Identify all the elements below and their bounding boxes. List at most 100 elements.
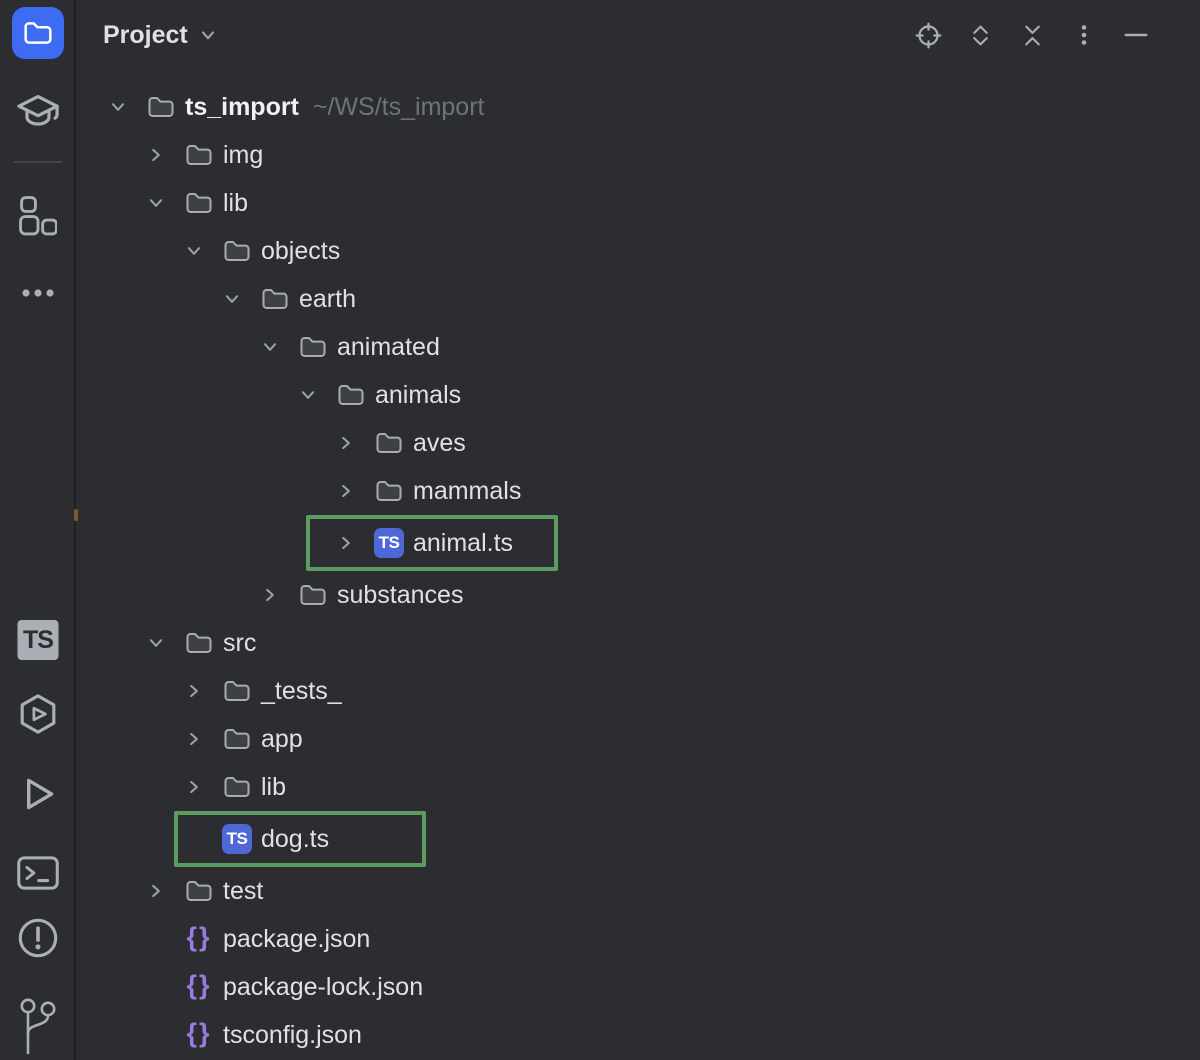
tree-item-label: tsconfig.json [223, 1020, 362, 1049]
expand-all-button[interactable] [954, 13, 1006, 57]
project-view-dropdown[interactable]: Project [103, 21, 218, 50]
chevron-right-icon[interactable] [330, 482, 362, 500]
chevron-down-icon[interactable] [254, 338, 286, 356]
chevron-down-icon[interactable] [140, 634, 172, 652]
panel-title: Project [103, 20, 188, 49]
tree-item-package-lock-json[interactable]: {}package-lock.json [78, 963, 1200, 1011]
locate-opened-file-button[interactable] [902, 13, 954, 57]
tree-item-label: package-lock.json [223, 972, 424, 1001]
folder-icon [184, 191, 214, 215]
folder-icon [374, 431, 404, 455]
tree-item-mammals[interactable]: mammals [78, 467, 1200, 515]
tree-item-earth[interactable]: earth [78, 275, 1200, 323]
header-actions [902, 13, 1162, 57]
tree-item-lib[interactable]: lib [78, 763, 1200, 811]
expand-all-icon [968, 23, 993, 48]
more-options-button[interactable] [1058, 13, 1110, 57]
sidebar-item-services[interactable] [16, 692, 60, 736]
chevron-right-icon[interactable] [140, 146, 172, 164]
sidebar-item-problems[interactable] [17, 917, 59, 959]
project-panel-header: Project [78, 0, 1200, 70]
folder-icon [222, 775, 252, 799]
chevron-right-icon[interactable] [254, 586, 286, 604]
folder-icon [260, 287, 290, 311]
tree-item-substances[interactable]: substances [78, 571, 1200, 619]
folder-icon [374, 479, 404, 503]
hide-panel-button[interactable] [1110, 13, 1162, 57]
kebab-menu-icon [1072, 23, 1096, 47]
json-file-icon: {} [186, 1017, 212, 1048]
tree-item-animated[interactable]: animated [78, 323, 1200, 371]
tree-item-tests[interactable]: _tests_ [78, 667, 1200, 715]
tree-item-label: aves [413, 428, 466, 457]
graduation-cap-icon [14, 90, 62, 134]
chevron-down-icon[interactable] [102, 98, 134, 116]
minimize-icon [1123, 22, 1149, 48]
chevron-right-icon[interactable] [140, 882, 172, 900]
folder-icon [184, 631, 214, 655]
collapse-all-button[interactable] [1006, 13, 1058, 57]
folder-icon [184, 143, 214, 167]
chevron-right-icon[interactable] [330, 434, 362, 452]
tree-item-ts-import[interactable]: ts_import ~/WS/ts_import [78, 83, 1200, 131]
chevron-right-icon[interactable] [330, 534, 362, 552]
chevron-down-icon[interactable] [216, 290, 248, 308]
typescript-tool-icon: TS [17, 620, 59, 660]
tree-item-label: lib [261, 772, 287, 801]
tool-window-stripe: TS [0, 0, 76, 1060]
tree-item-objects[interactable]: objects [78, 227, 1200, 275]
tree-item-aves[interactable]: aves [78, 419, 1200, 467]
sidebar-item-project[interactable] [12, 7, 64, 59]
chevron-right-icon[interactable] [178, 682, 210, 700]
folder-icon [298, 583, 328, 607]
hexagon-play-icon [16, 692, 60, 736]
project-panel: Project [78, 0, 1200, 1060]
folder-icon [222, 679, 252, 703]
sidebar-item-more-tool-windows[interactable] [21, 288, 55, 298]
sidebar-item-typescript[interactable]: TS [17, 620, 59, 660]
tree-item-test[interactable]: test [78, 867, 1200, 915]
sidebar-item-run[interactable] [18, 773, 58, 815]
typescript-file-icon: TS [222, 824, 252, 854]
chevron-right-icon[interactable] [178, 730, 210, 748]
tree-item-img[interactable]: img [78, 131, 1200, 179]
ellipsis-icon [21, 288, 55, 298]
folder-icon [23, 20, 53, 46]
sidebar-item-version-control[interactable] [18, 997, 58, 1059]
sidebar-item-terminal[interactable] [16, 855, 60, 891]
sidebar-item-learn[interactable] [14, 90, 62, 134]
chevron-down-icon[interactable] [292, 386, 324, 404]
collapse-all-icon [1020, 23, 1045, 48]
tree-item-label: package.json [223, 924, 371, 953]
panel-resize-notch[interactable] [74, 509, 78, 521]
tree-item-label: animal.ts [413, 528, 514, 557]
folder-icon [222, 727, 252, 751]
tree-item-label: ts_import [185, 92, 299, 121]
tree-item-animals[interactable]: animals [78, 371, 1200, 419]
tree-item-app[interactable]: app [78, 715, 1200, 763]
tree-item-label: mammals [413, 476, 522, 505]
tree-item-src[interactable]: src [78, 619, 1200, 667]
tree-item-path-hint: ~/WS/ts_import [312, 92, 485, 121]
stripe-divider [14, 161, 62, 163]
typescript-file-icon: TS [374, 528, 404, 558]
tree-item-animal-ts[interactable]: TS animal.ts [78, 515, 1200, 571]
tree-item-label: objects [261, 236, 341, 265]
tree-item-label: substances [337, 580, 464, 609]
sidebar-item-structure[interactable] [19, 196, 57, 236]
tree-item-tsconfig-json[interactable]: {} tsconfig.json [78, 1011, 1200, 1059]
chevron-down-icon[interactable] [178, 242, 210, 260]
structure-icon [19, 196, 57, 236]
chevron-right-icon[interactable] [178, 778, 210, 796]
folder-icon [184, 879, 214, 903]
terminal-icon [16, 855, 60, 891]
folder-icon [146, 95, 176, 119]
tree-item-lib[interactable]: lib [78, 179, 1200, 227]
chevron-down-icon[interactable] [140, 194, 172, 212]
tree-item-package-json[interactable]: {}package.json [78, 915, 1200, 963]
folder-icon [222, 239, 252, 263]
folder-icon [298, 335, 328, 359]
tree-item-label: lib [223, 188, 249, 217]
